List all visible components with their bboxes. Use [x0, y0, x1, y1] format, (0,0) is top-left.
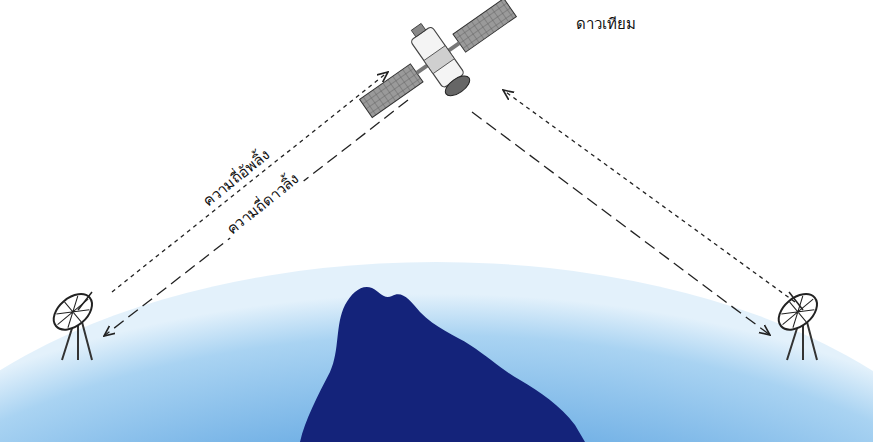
- satellite-icon: [344, 0, 533, 142]
- downlink-arrow: [104, 100, 408, 336]
- satellite-label: ดาวเทียม: [576, 15, 636, 33]
- uplink-arrow: [503, 90, 795, 302]
- ground-dish: [47, 287, 99, 360]
- earth: [0, 262, 873, 442]
- downlink-arrow: [472, 112, 770, 335]
- uplink-arrow: [112, 72, 388, 292]
- ground-dish: [772, 287, 824, 360]
- continent: [300, 287, 585, 442]
